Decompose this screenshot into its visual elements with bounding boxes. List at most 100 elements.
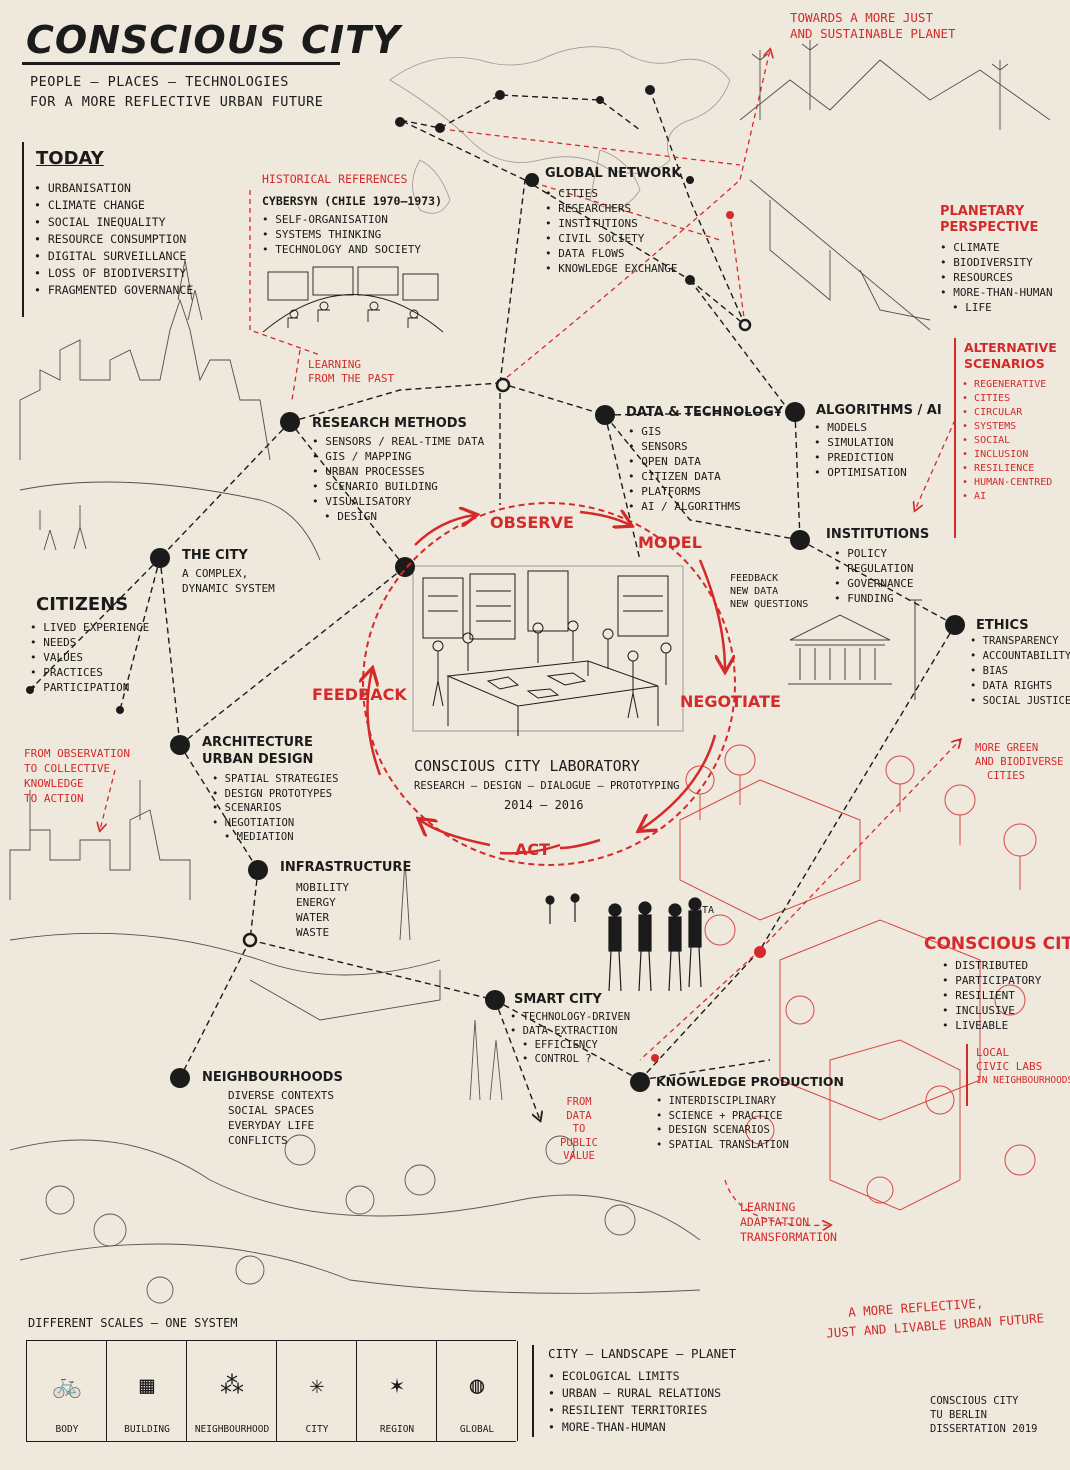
list-item: DATA EXTRACTION bbox=[510, 1024, 630, 1038]
list-item: PARTICIPATION bbox=[30, 680, 149, 695]
neighbourhoods-list: DIVERSE CONTEXTS SOCIAL SPACES EVERYDAY … bbox=[228, 1088, 334, 1148]
list-item: TRANSPARENCY bbox=[970, 634, 1070, 649]
list-item: DYNAMIC SYSTEM bbox=[182, 582, 275, 595]
list-item: HUMAN-CENTRED bbox=[962, 476, 1052, 490]
list-item: TO bbox=[572, 1123, 586, 1135]
list-item: KNOWLEDGE bbox=[24, 777, 84, 790]
list-item: OPEN DATA bbox=[628, 454, 741, 469]
node-neighbourhoods[interactable] bbox=[170, 1068, 190, 1088]
cycle-feedback: FEEDBACK bbox=[312, 685, 407, 704]
scales-heading: DIFFERENT SCALES – ONE SYSTEM bbox=[28, 1316, 238, 1330]
research-methods-list: SENSORS / REAL-TIME DATA GIS / MAPPING U… bbox=[312, 434, 484, 524]
node-algorithms[interactable] bbox=[785, 402, 805, 422]
list-item: SENSORS bbox=[628, 439, 741, 454]
list-item: FROM bbox=[566, 1096, 592, 1108]
cybersyn-room-sketch bbox=[262, 266, 444, 333]
list-item: PRACTICES bbox=[30, 665, 149, 680]
scale-city: ✳ CITY bbox=[276, 1341, 357, 1441]
citizens-heading: CITIZENS bbox=[36, 594, 129, 615]
scale-region: ✶ REGION bbox=[356, 1341, 437, 1441]
list-item: WASTE bbox=[296, 926, 330, 939]
cycle-observe: OBSERVE bbox=[490, 513, 574, 532]
lab-cycle-ring bbox=[362, 502, 736, 866]
neighbourhood-network-icon: ⁂ bbox=[220, 1371, 244, 1399]
node-ethics[interactable] bbox=[945, 615, 965, 635]
learning-adaptation-note: LEARNING ADAPTATION TRANSFORMATION bbox=[740, 1200, 837, 1245]
list-item: FUNDING bbox=[834, 591, 913, 606]
scale-neighbourhood: ⁂ NEIGHBOURHOOD bbox=[186, 1341, 277, 1441]
list-item: REGENERATIVE bbox=[962, 378, 1052, 392]
node-infrastructure[interactable] bbox=[248, 860, 268, 880]
list-item: NEGOTIATION bbox=[212, 816, 338, 831]
list-item: EFFICIENCY bbox=[510, 1038, 630, 1052]
list-item: CONFLICTS bbox=[228, 1134, 288, 1147]
list-item: CIVIL SOCIETY bbox=[545, 231, 677, 246]
list-item: DISTRIBUTED bbox=[942, 958, 1041, 973]
list-item: NEW QUESTIONS bbox=[730, 599, 809, 610]
list-item: TECHNOLOGY-DRIVEN bbox=[510, 1010, 630, 1024]
list-item: CIVIC LABS bbox=[976, 1060, 1043, 1073]
list-item: PLATFORMS bbox=[628, 484, 741, 499]
list-item: INSTITUTIONS bbox=[545, 216, 677, 231]
list-item: VALUES bbox=[30, 650, 149, 665]
list-item: GOVERNANCE bbox=[834, 576, 913, 591]
from-data-note: FROM DATA TO PUBLIC VALUE bbox=[560, 1096, 598, 1164]
node-institutions[interactable] bbox=[790, 530, 810, 550]
list-item: LIFE bbox=[940, 300, 1053, 315]
scale-label: BUILDING bbox=[124, 1424, 170, 1435]
lab-subtitle: RESEARCH – DESIGN – DIALOGUE – PROTOTYPI… bbox=[414, 780, 680, 792]
infrastructure-list: MOBILITY ENERGY WATER WASTE bbox=[296, 880, 349, 940]
list-item: TO COLLECTIVE bbox=[24, 762, 111, 775]
conscious-city-list: DISTRIBUTED PARTICIPATORY RESILIENT INCL… bbox=[942, 958, 1041, 1033]
list-item: DIVERSE CONTEXTS bbox=[228, 1089, 334, 1102]
list-item: LOSS OF BIODIVERSITY bbox=[34, 265, 193, 282]
list-item: RESILIENCE bbox=[962, 462, 1052, 476]
local-labs-bracket bbox=[966, 1044, 968, 1106]
list-item: DATA FLOWS bbox=[545, 246, 677, 261]
algorithms-list: MODELS SIMULATION PREDICTION OPTIMISATIO… bbox=[814, 420, 906, 480]
data-label: DATA bbox=[690, 905, 715, 916]
architecture-heading-1: ARCHITECTURE bbox=[202, 735, 313, 750]
list-item: SCIENCE + PRACTICE bbox=[656, 1109, 789, 1124]
node-research-methods[interactable] bbox=[280, 412, 300, 432]
learning-past-2: FROM THE PAST bbox=[308, 372, 395, 385]
node-the-city[interactable] bbox=[150, 548, 170, 568]
list-item: SELF-ORGANISATION bbox=[262, 212, 421, 227]
list-item: FROM OBSERVATION bbox=[24, 747, 130, 760]
node-data-technology[interactable] bbox=[595, 405, 615, 425]
scales-panel: 🚲 BODY ▦ BUILDING ⁂ NEIGHBOURHOOD ✳ CITY… bbox=[26, 1340, 518, 1442]
mountain-windfarm-sketch bbox=[739, 40, 1051, 331]
local-labs-note: LOCAL CIVIC LABS IN NEIGHBOURHOODS bbox=[976, 1046, 1070, 1088]
alternative-list: REGENERATIVE CITIES CIRCULAR SYSTEMS SOC… bbox=[962, 378, 1052, 504]
credit-block: CONSCIOUS CITY TU BERLIN DISSERTATION 20… bbox=[930, 1394, 1037, 1436]
list-item: MEDIATION bbox=[212, 830, 338, 845]
list-item: INCLUSION bbox=[962, 448, 1052, 462]
laboratory-scene-sketch bbox=[412, 565, 684, 736]
node-architecture[interactable] bbox=[170, 735, 190, 755]
list-item: KNOWLEDGE EXCHANGE bbox=[545, 261, 677, 276]
list-item: LEARNING bbox=[740, 1200, 796, 1214]
smart-city-list: TECHNOLOGY-DRIVEN DATA EXTRACTION EFFICI… bbox=[510, 1010, 630, 1066]
list-item: TU BERLIN bbox=[930, 1409, 987, 1421]
list-item: RESOURCES bbox=[940, 270, 1053, 285]
list-item: SYSTEMS THINKING bbox=[262, 227, 421, 242]
region-network-icon: ✶ bbox=[389, 1371, 405, 1399]
list-item: FEEDBACK bbox=[730, 573, 779, 584]
infrastructure-heading: INFRASTRUCTURE bbox=[280, 860, 412, 875]
list-item: DESIGN SCENARIOS bbox=[656, 1123, 789, 1138]
scale-label: BODY bbox=[55, 1424, 79, 1435]
conscious-city-heading: CONSCIOUS CITY bbox=[924, 934, 1070, 954]
alternative-heading-1: ALTERNATIVE bbox=[964, 340, 1057, 355]
node-global-network[interactable] bbox=[525, 173, 539, 187]
research-methods-heading: RESEARCH METHODS bbox=[312, 416, 467, 431]
the-city-heading: THE CITY bbox=[182, 548, 248, 563]
list-item: DISSERTATION 2019 bbox=[930, 1423, 1038, 1435]
node-smart-city[interactable] bbox=[485, 990, 505, 1010]
list-item: RESEARCHERS bbox=[545, 201, 677, 216]
list-item: URBANISATION bbox=[34, 180, 193, 197]
global-network-list: CITIES RESEARCHERS INSTITUTIONS CIVIL SO… bbox=[545, 186, 677, 276]
scale-global: ◍ GLOBAL bbox=[436, 1341, 518, 1441]
list-item: DESIGN bbox=[312, 509, 484, 524]
node-knowledge[interactable] bbox=[630, 1072, 650, 1092]
